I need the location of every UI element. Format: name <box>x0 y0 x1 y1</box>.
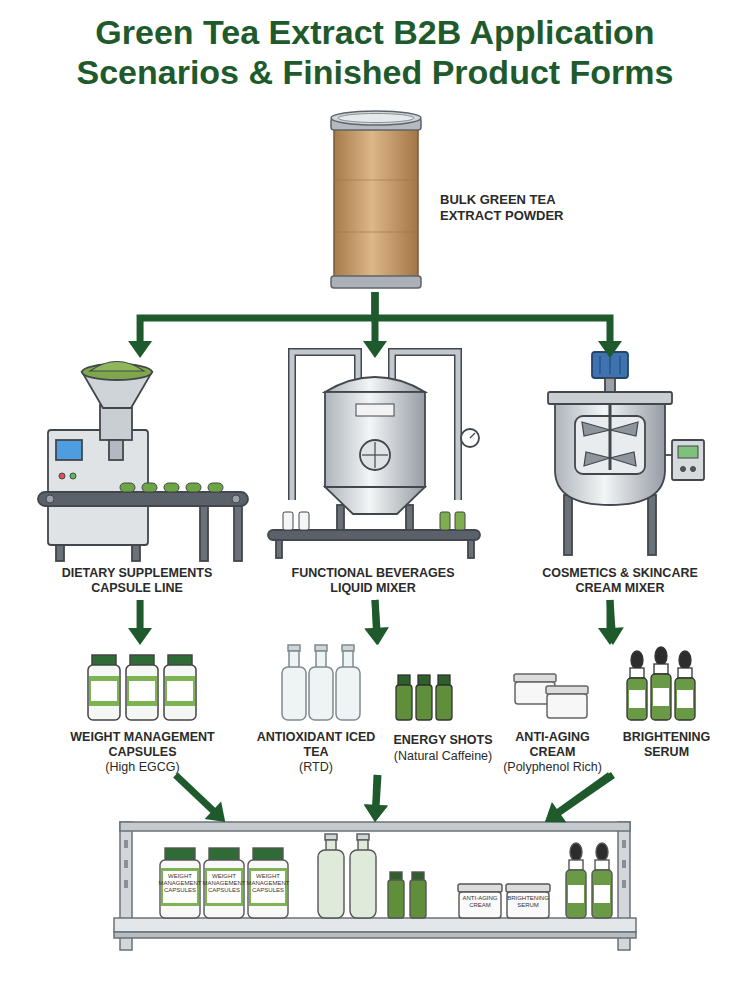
arrow-shaft <box>375 600 377 630</box>
product-node: ANTI-AGING CREAM(Polyphenol Rich) <box>495 645 610 775</box>
arrow-shaft <box>376 775 377 807</box>
shot-bottles <box>396 675 452 720</box>
node-label: (High EGCG) <box>60 760 225 775</box>
cream-mixer <box>548 352 704 555</box>
arrow-shaft <box>557 775 613 813</box>
liquid-mixer <box>268 352 480 558</box>
node-label: WEIGHT MANAGEMENT CAPSULES <box>246 873 290 894</box>
flow-arrow <box>600 600 624 645</box>
arrow-head <box>128 341 152 358</box>
arrow-head <box>598 341 622 358</box>
source-drum: BULK GREEN TEA EXTRACT POWDER <box>330 112 590 292</box>
cream-jars <box>514 674 588 718</box>
node-label: WEIGHT MANAGEMENT CAPSULES <box>60 730 225 760</box>
node-label: (RTD) <box>255 760 377 775</box>
arrow-shaft <box>375 600 376 630</box>
flow-arrow <box>364 775 388 822</box>
arrow-head <box>600 627 624 645</box>
node-label: BRIGHTENING SERUM <box>613 730 720 760</box>
tea-bottles <box>282 645 360 720</box>
arrow-shaft <box>176 775 215 812</box>
retail-shelf: WEIGHT MANAGEMENT CAPSULESWEIGHT MANAGEM… <box>115 822 635 950</box>
arrow-head <box>364 804 388 822</box>
arrow-head <box>365 627 389 645</box>
arrow-shaft <box>376 775 378 807</box>
flow-arrow <box>128 292 375 358</box>
node-label: ANTIOXIDANT ICED TEA <box>255 730 377 760</box>
node-label: WEIGHT MANAGEMENT CAPSULES <box>202 873 246 894</box>
product-node: WEIGHT MANAGEMENT CAPSULES(High EGCG) <box>60 645 225 775</box>
product-node: BRIGHTENING SERUM <box>613 645 720 775</box>
product-node: ENERGY SHOTS(Natural Caffeine) <box>378 645 508 775</box>
product-node: ANTIOXIDANT ICED TEA(RTD) <box>255 645 377 775</box>
flow-arrow <box>364 600 388 645</box>
retail-shelf-unit <box>114 822 636 950</box>
node-label: BULK GREEN TEA EXTRACT POWDER <box>440 192 585 223</box>
node-label: WEIGHT MANAGEMENT CAPSULES <box>158 873 202 894</box>
machine-node: DIETARY SUPPLEMENTS CAPSULE LINE <box>30 358 245 600</box>
arrow-shaft <box>607 600 614 630</box>
machine-node: FUNCTIONAL BEVERAGES LIQUID MIXER <box>262 358 484 600</box>
node-label: ANTI-AGING CREAM <box>495 730 610 760</box>
arrow-shaft <box>610 600 612 630</box>
arrow-head <box>545 802 566 822</box>
node-label: DIETARY SUPPLEMENTS CAPSULE LINE <box>47 566 227 596</box>
node-label: COSMETICS & SKINCARE CREAM MIXER <box>530 566 710 596</box>
node-label: ENERGY SHOTS <box>378 733 508 748</box>
flow-arrow <box>545 775 613 822</box>
node-label: BRIGHTENING SERUM <box>504 895 552 909</box>
capsule-bottles <box>88 655 196 720</box>
arrow-head <box>364 805 388 822</box>
flow-arrow <box>364 775 388 822</box>
arrow-head <box>364 627 388 645</box>
node-label: (Polyphenol Rich) <box>495 760 610 775</box>
node-label: (Natural Caffeine) <box>378 749 508 764</box>
fiber-drum <box>331 111 421 288</box>
flow-arrow <box>176 775 226 822</box>
arrow-head <box>128 628 152 645</box>
arrow-shaft <box>137 600 144 630</box>
shelf-products <box>160 834 612 918</box>
arrow-head <box>205 802 226 822</box>
flow-arrow <box>128 600 152 645</box>
node-label: FUNCTIONAL BEVERAGES LIQUID MIXER <box>283 566 463 596</box>
diagram-title: Green Tea Extract B2B Application Scenar… <box>10 12 740 92</box>
flow-arrow <box>375 292 622 358</box>
capsule-machine <box>38 362 248 562</box>
serum-droppers <box>627 647 695 720</box>
arrow-shaft <box>375 292 610 343</box>
machine-node: COSMETICS & SKINCARE CREAM MIXER <box>520 358 720 600</box>
node-label: ANTI-AGING CREAM <box>456 895 504 909</box>
arrow-head <box>363 341 387 358</box>
arrow-shaft <box>140 292 375 343</box>
flow-arrow <box>365 600 389 645</box>
